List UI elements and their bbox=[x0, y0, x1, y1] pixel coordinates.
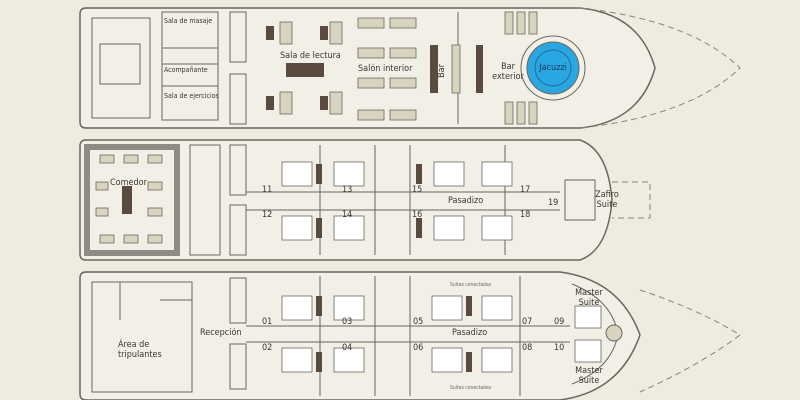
cabin-11: 11 bbox=[262, 185, 273, 195]
cabin-15: 15 bbox=[412, 185, 423, 195]
connected-suites-label-top: Suites conectadas bbox=[450, 282, 492, 288]
room-label-companion: Acompañante bbox=[164, 66, 208, 74]
cabin-14: 14 bbox=[342, 210, 353, 220]
cabin-04: 04 bbox=[342, 343, 353, 353]
room-label-reading: Sala de lectura bbox=[280, 51, 341, 61]
room-label-massage: Sala de masaje bbox=[164, 17, 213, 25]
cabin-06: 06 bbox=[413, 343, 424, 353]
room-label-outdoor-bar: Bar exterior bbox=[492, 62, 524, 82]
cabin-08: 08 bbox=[522, 343, 533, 353]
room-label-dining: Comedor bbox=[110, 178, 147, 188]
upper-deck-hull bbox=[79, 7, 656, 129]
room-label-lounge: Salón interior bbox=[358, 64, 413, 74]
room-label-jacuzzi: Jacuzzi bbox=[539, 63, 567, 73]
corridor-label: Pasadizo bbox=[448, 196, 484, 206]
room-label-gym: Sala de ejercicios bbox=[164, 92, 219, 100]
room-label-bar: Bar bbox=[436, 64, 447, 78]
room-label-zafiro-suite: Zafiro Suite bbox=[595, 190, 619, 210]
cabin-10: 10 bbox=[554, 343, 565, 353]
cabin-19: 19 bbox=[548, 198, 559, 208]
cabin-16: 16 bbox=[412, 210, 423, 220]
jacuzzi-pool bbox=[520, 35, 586, 101]
cabin-02: 02 bbox=[262, 343, 273, 353]
cabin-18: 18 bbox=[520, 210, 531, 220]
middle-deck-hull bbox=[79, 139, 613, 261]
lower-deck-hull bbox=[79, 271, 641, 400]
cabin-05: 05 bbox=[413, 317, 424, 327]
cabin-17: 17 bbox=[520, 185, 531, 195]
room-label-crew-area: Área de tripulantes bbox=[118, 340, 162, 360]
corridor-label-lower: Pasadizo bbox=[452, 328, 488, 338]
cabin-12: 12 bbox=[262, 210, 273, 220]
connected-suites-label-bottom: Suites conectadas bbox=[450, 385, 492, 391]
master-suite-label-top: Master Suite bbox=[575, 288, 603, 308]
cabin-09: 09 bbox=[554, 317, 565, 327]
cabin-01: 01 bbox=[262, 317, 273, 327]
master-suite-label-bottom: Master Suite bbox=[575, 366, 603, 386]
cabin-03: 03 bbox=[342, 317, 353, 327]
cabin-13: 13 bbox=[342, 185, 353, 195]
room-label-reception: Recepción bbox=[200, 328, 242, 338]
cabin-07: 07 bbox=[522, 317, 533, 327]
